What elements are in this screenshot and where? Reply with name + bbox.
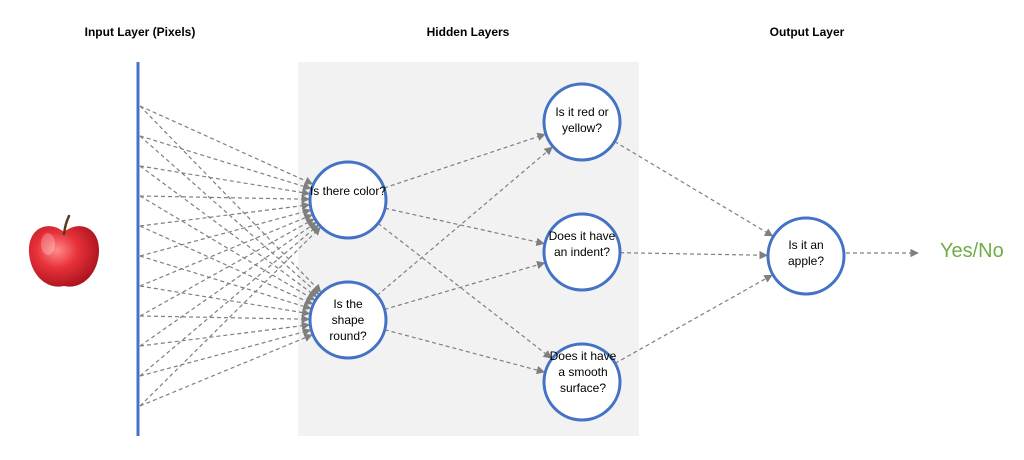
hidden-layers-heading: Hidden Layers <box>426 25 510 39</box>
edge-input-10-to-h1-0 <box>139 226 321 407</box>
node-label-is-shape-round: Is the shape round? <box>329 297 367 343</box>
edge-input-7-to-h1-0 <box>139 218 315 317</box>
node-red-or-yellow <box>542 82 622 162</box>
edge-h2-2-to-output <box>614 274 773 364</box>
edge-input-5-to-h1-0 <box>139 208 312 257</box>
edge-h1-0-to-h2-2 <box>377 222 552 359</box>
edge-input-7-to-h1-1 <box>139 314 310 324</box>
edge-h1-0-to-h2-0 <box>383 132 546 189</box>
edge-h1-0-to-h2-1 <box>384 207 545 246</box>
edge-input-0-to-h1-0 <box>139 105 314 185</box>
edge-input-9-to-h1-1 <box>139 328 312 377</box>
node-label-is-there-color: Is there color? <box>309 184 387 198</box>
edges-group <box>139 105 919 407</box>
edge-input-9-to-h1-0 <box>139 224 319 377</box>
edge-h2-1-to-output <box>619 250 768 260</box>
node-label-is-it-an-apple: Is it an apple? <box>787 238 825 268</box>
edge-input-4-to-h1-1 <box>139 225 314 305</box>
node-label-smooth-surface: Does it have a smooth surface? <box>549 349 617 395</box>
edge-h1-1-to-h2-0 <box>376 146 553 296</box>
edge-input-1-to-h1-1 <box>139 135 320 295</box>
edge-input-2-to-h1-0 <box>139 165 311 197</box>
node-is-shape-round <box>308 280 388 360</box>
edge-input-8-to-h1-1 <box>139 321 311 347</box>
edge-input-8-to-h1-0 <box>139 221 317 347</box>
edge-h2-0-to-output <box>614 140 774 237</box>
edge-input-5-to-h1-1 <box>139 255 312 311</box>
result-label: Yes/No <box>940 240 1004 262</box>
nodes-group <box>308 82 846 422</box>
node-label-red-or-yellow: Is it red or yellow? <box>555 105 609 135</box>
edge-input-0-to-h1-1 <box>139 105 322 293</box>
edge-input-1-to-h1-0 <box>139 135 312 191</box>
apple-icon <box>28 214 100 287</box>
node-smooth-surface <box>542 342 622 422</box>
input-layer-heading: Input Layer (Pixels) <box>84 25 196 39</box>
node-label-have-indent: Does it have an indent? <box>548 229 616 259</box>
edge-input-2-to-h1-1 <box>139 165 318 298</box>
edge-input-6-to-h1-0 <box>139 213 313 287</box>
edge-input-10-to-h1-1 <box>139 333 313 407</box>
node-is-there-color <box>308 160 388 240</box>
output-layer-heading: Output Layer <box>769 25 845 39</box>
node-have-indent <box>542 212 622 292</box>
node-is-it-an-apple <box>766 216 846 296</box>
edge-input-6-to-h1-1 <box>139 285 311 317</box>
edge-input-3-to-h1-0 <box>139 194 310 204</box>
edge-input-3-to-h1-1 <box>139 195 316 301</box>
edge-input-4-to-h1-0 <box>139 201 311 227</box>
